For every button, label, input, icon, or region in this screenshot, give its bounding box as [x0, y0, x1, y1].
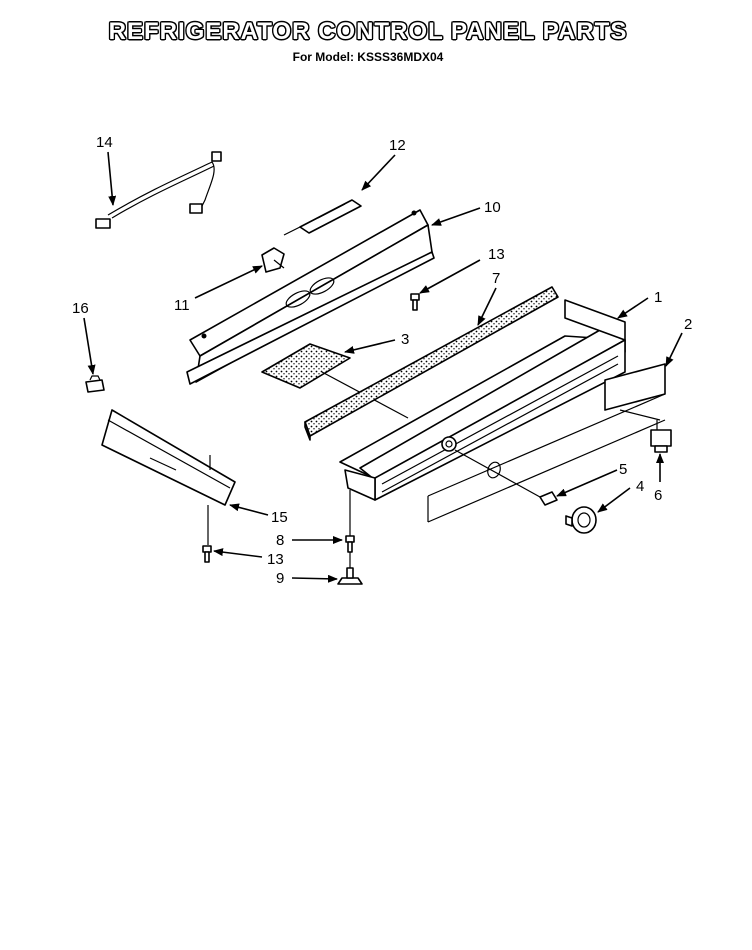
callout-3: 3	[401, 331, 409, 348]
callout-1: 1	[654, 289, 662, 306]
sensor-tube-part	[283, 199, 362, 236]
callout-9: 9	[276, 570, 284, 587]
screw-part	[345, 490, 355, 553]
leveling-foot-part	[337, 552, 363, 585]
callout-5: 5	[619, 461, 627, 478]
wire-harness-part	[95, 151, 222, 229]
model-subtitle: For Model: KSSS36MDX04	[292, 50, 444, 64]
callout-6: 6	[654, 487, 662, 504]
retainer-clip-part	[85, 375, 105, 393]
callout-7: 7	[492, 270, 500, 287]
page-title: REFRIGERATOR CONTROL PANEL PARTS	[108, 18, 628, 45]
callout-12: 12	[389, 137, 406, 154]
back-panel-part	[427, 363, 666, 523]
callout-13-upper: 13	[488, 246, 505, 263]
lower-cover-part	[101, 409, 236, 545]
control-housing-part	[339, 299, 626, 501]
callout-11: 11	[174, 297, 190, 314]
screw-part	[410, 293, 420, 311]
leader-lines	[83, 151, 683, 583]
insert-part	[454, 449, 558, 506]
callout-13-lower: 13	[267, 551, 284, 568]
callout-8: 8	[276, 532, 284, 549]
control-knob-part	[565, 506, 597, 534]
switch-part	[650, 420, 672, 453]
callout-15: 15	[271, 509, 288, 526]
callout-14: 14	[96, 134, 113, 151]
clip-part	[261, 247, 285, 273]
callout-16: 16	[72, 300, 89, 317]
mounting-bracket-part	[186, 209, 435, 385]
callout-2: 2	[684, 316, 692, 333]
trim-strip-part	[304, 286, 559, 441]
callout-4: 4	[636, 478, 644, 495]
screw-part	[202, 545, 212, 563]
callout-10: 10	[484, 199, 501, 216]
